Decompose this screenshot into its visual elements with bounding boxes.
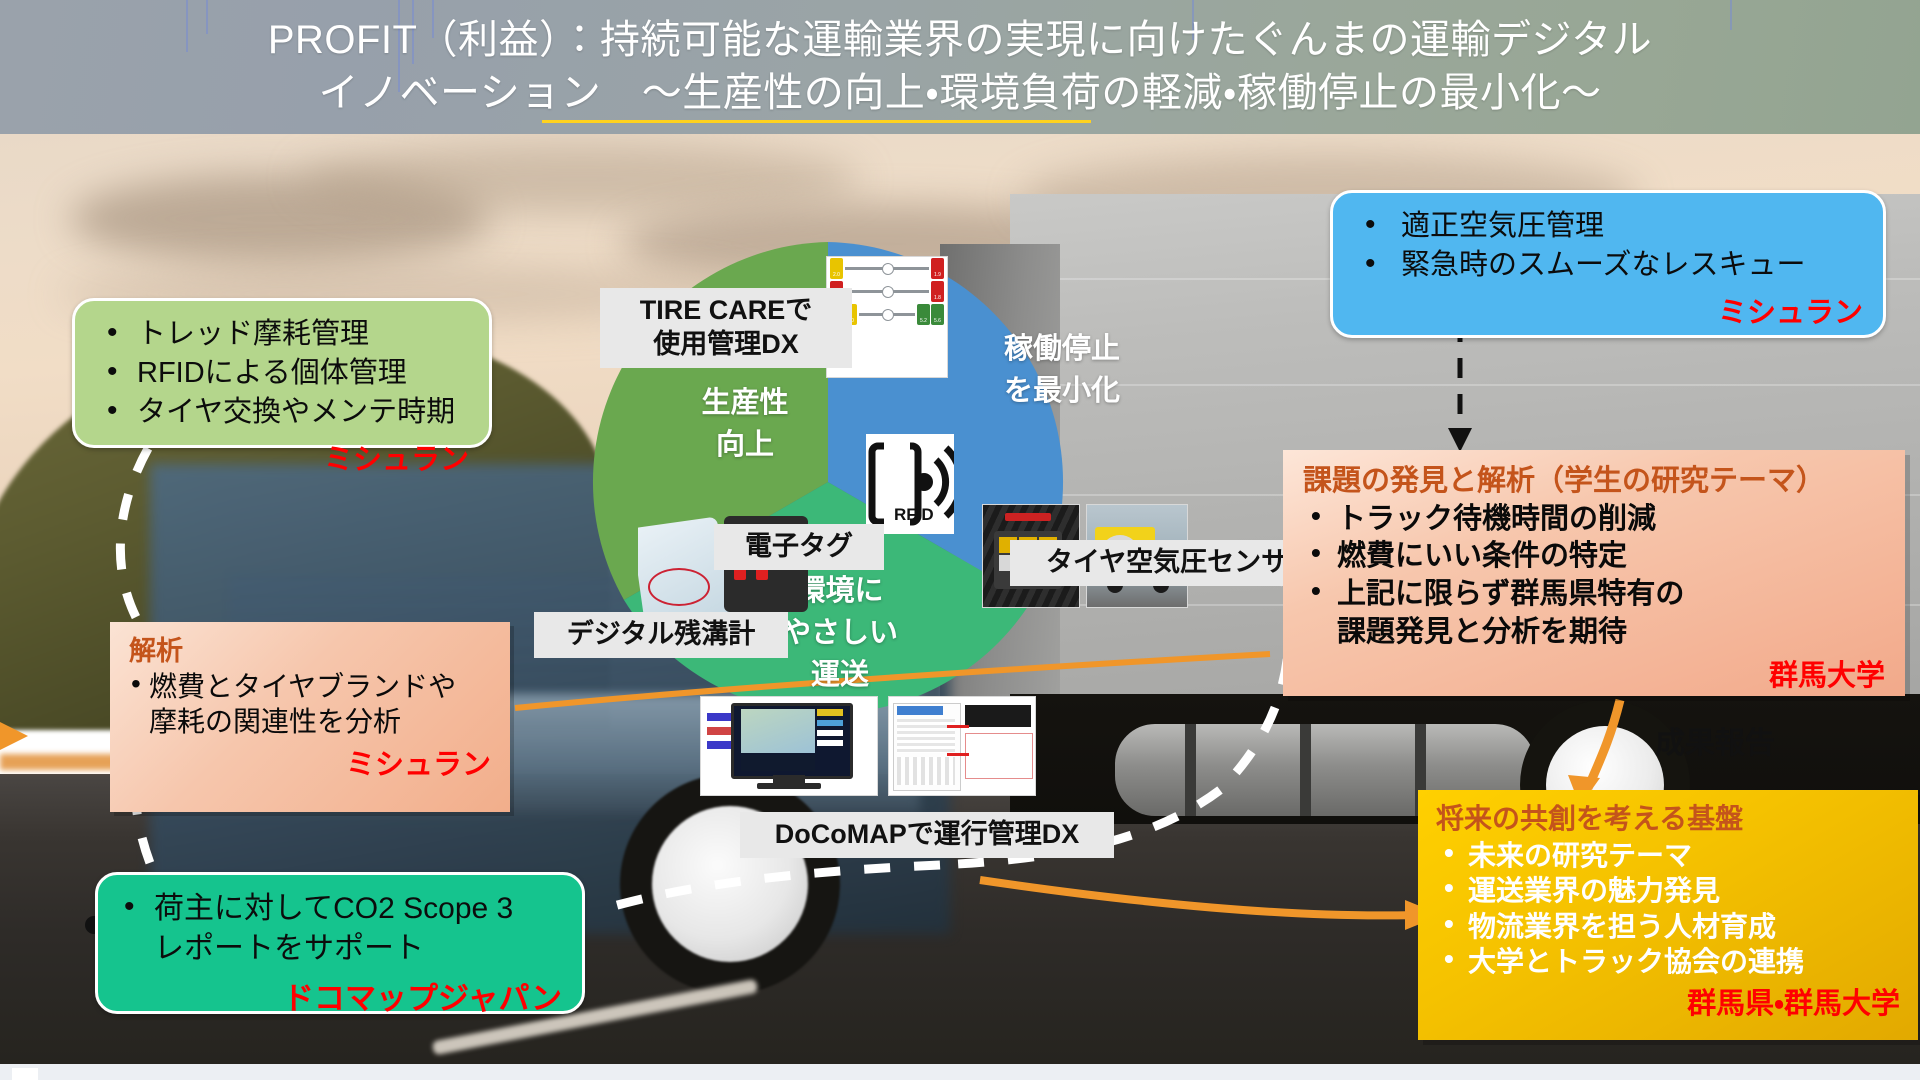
svg-text:RFID: RFID <box>894 505 934 524</box>
box-analysis-line-1: 燃費とタイヤブランドや <box>129 666 491 704</box>
list-item: 荷主に対してCO2 Scope 3 <box>118 887 562 929</box>
tank-band <box>1415 724 1426 816</box>
list-item: 適正空気圧管理 <box>1353 205 1863 246</box>
list-item: 大学とトラック協会の連携 <box>1436 941 1900 980</box>
box-analysis[interactable]: 解析 燃費とタイヤブランドや 摩耗の関連性を分析 ミシュラン <box>110 622 510 812</box>
box-analysis-inner: 解析 燃費とタイヤブランドや 摩耗の関連性を分析 ミシュラン <box>117 629 503 805</box>
title-line-2-text: イノベーション 〜生産性の向上・環境負荷の軽減・稼働停止の最小化〜 <box>318 71 1602 115</box>
callout-tire-pressure-sensor: タイヤ空気圧センサ <box>1010 540 1324 586</box>
box-co2-report[interactable]: 荷主に対してCO2 Scope 3 レポートをサポート ドコマップジャパン <box>95 872 585 1016</box>
list-item: トラック待機時間の削減 <box>1303 498 1885 539</box>
box-research-heading: 課題の発見と解析（学生の研究テーマ） <box>1303 465 1826 497</box>
co2-line-2: レポートをサポート <box>154 932 424 966</box>
cloud <box>300 144 860 214</box>
truck-trailer-front <box>940 244 1060 704</box>
brand-label: 群馬大学 <box>1768 659 1885 692</box>
future-list: 未来の研究テーマ 運送業界の魅力発見 物流業界を担う人材育成 大学とトラック協会… <box>1436 835 1900 980</box>
list-item: タイヤ交換やメンテ時期 <box>95 391 469 432</box>
box-tire-management[interactable]: トレッド摩耗管理 RFIDによる個体管理 タイヤ交換やメンテ時期 ミシュラン <box>72 298 492 476</box>
thumbnail-rfid-icon: RFID <box>866 434 954 534</box>
box-research-themes[interactable]: 課題の発見と解析（学生の研究テーマ） トラック待機時間の削減 燃費にいい条件の特… <box>1283 450 1905 696</box>
callout-rfid-tag: 電子タグ <box>714 524 884 570</box>
title-underline <box>541 119 1091 123</box>
callout-docomap: DoCoMAPで運行管理DX <box>740 812 1114 858</box>
brand-label: ミシュラン <box>323 443 469 476</box>
box-research-inner: 課題の発見と解析（学生の研究テーマ） トラック待機時間の削減 燃費にいい条件の特… <box>1291 458 1897 692</box>
pressure-list: 適正空気圧管理 緊急時のスムーズなレスキュー <box>1353 205 1863 285</box>
brand-label: ドコマップジャパン <box>283 981 562 1017</box>
tire-list: トレッド摩耗管理 RFIDによる個体管理 タイヤ交換やメンテ時期 <box>95 313 469 432</box>
decor-streak <box>206 0 208 34</box>
title-line-2: イノベーション 〜生産性の向上・環境負荷の軽減・稼働停止の最小化〜 <box>318 67 1602 123</box>
callout-tire-care: TIRE CAREで 使用管理DX <box>600 288 852 368</box>
title-bar <box>0 0 1920 134</box>
bottom-bar <box>0 1064 1920 1080</box>
decor-streak <box>1730 0 1732 30</box>
decor-streak <box>186 0 188 52</box>
cloud <box>70 174 490 264</box>
list-item: 燃費にいい条件の特定 <box>1303 536 1885 576</box>
box-future-cocreation[interactable]: 将来の共創を考える基盤 未来の研究テーマ 運送業界の魅力発見 物流業界を担う人材… <box>1418 790 1918 1040</box>
list-item: 未来の研究テーマ <box>1436 835 1900 874</box>
box-research-continuation: 課題発見と分析を期待 <box>1337 615 1628 648</box>
tank-band <box>1185 724 1196 816</box>
box-analysis-line-2: 摩耗の関連性を分析 <box>149 706 402 738</box>
title-line-1: PROFIT（利益）：持続可能な運輸業界の実現に向けたぐんまの運輸デジタル <box>267 18 1653 63</box>
co2-list: 荷主に対してCO2 Scope 3 <box>118 887 562 929</box>
decor-streak <box>412 0 414 64</box>
brand-label: ミシュラン <box>345 749 491 782</box>
brand-label: 群馬県・群馬大学 <box>1687 987 1900 1020</box>
decor-streak <box>432 0 434 38</box>
brand-label: ミシュラン <box>1717 296 1863 329</box>
list-item: RFIDによる個体管理 <box>95 352 469 393</box>
box-future-inner: 将来の共創を考える基盤 未来の研究テーマ 運送業界の魅力発見 物流業界を担う人材… <box>1426 798 1910 1032</box>
decor-streak <box>398 0 400 92</box>
page-title: PROFIT（利益）：持続可能な運輸業界の実現に向けたぐんまの運輸デジタル イノ… <box>0 0 1920 134</box>
list-item: 物流業界を担う人材育成 <box>1436 906 1900 945</box>
box-analysis-heading: 解析 <box>129 636 183 666</box>
box-pressure-management[interactable]: 適正空気圧管理 緊急時のスムーズなレスキュー ミシュラン <box>1330 190 1886 338</box>
tank-band <box>1300 724 1311 816</box>
callout-digital-gauge: デジタル残溝計 <box>534 612 788 658</box>
research-list: トラック待機時間の削減 燃費にいい条件の特定 上記に限らず群馬県特有の <box>1303 498 1885 614</box>
list-item: 上記に限らず群馬県特有の <box>1303 573 1885 614</box>
thumbnail-docomap-report <box>888 696 1036 796</box>
box-future-heading: 将来の共創を考える基盤 <box>1436 803 1744 834</box>
annotation-report: 成果報告 <box>1655 727 1775 760</box>
list-item: トレッド摩耗管理 <box>95 313 469 354</box>
decor-streak <box>1192 0 1194 40</box>
truck-front-wheel <box>620 774 840 994</box>
thumbnail-docomap-monitor <box>700 696 878 796</box>
list-item: 緊急時のスムーズなレスキュー <box>1353 244 1863 285</box>
list-item: 運送業界の魅力発見 <box>1436 870 1900 909</box>
